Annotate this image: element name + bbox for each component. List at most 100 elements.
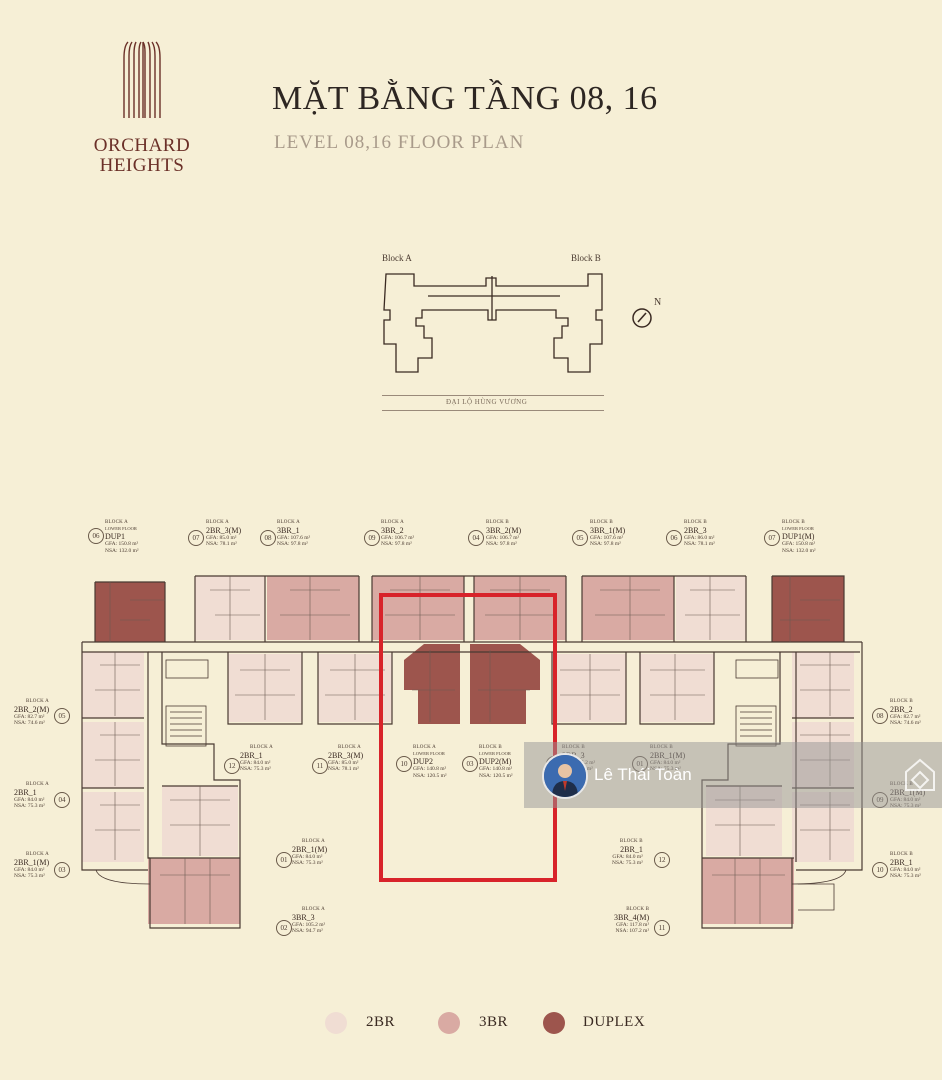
unit-type: 2BR_3(M) — [206, 526, 242, 536]
unit-dup2m-block-b — [470, 644, 540, 724]
unit-2br1-block-a — [82, 722, 144, 788]
unit-nsa: NSA: 74.6 m² — [14, 720, 45, 727]
unit-type: 2BR_1(M) — [292, 845, 328, 855]
unit-2br2m-block-a — [82, 652, 144, 718]
unit-nsa: NSA: 75.3 m² — [240, 766, 271, 773]
unit-gfa: GFA: 84.0 m² — [292, 854, 323, 861]
unit-block: BLOCK B — [684, 520, 707, 525]
unit-nsa: NSA: 75.3 m² — [292, 860, 323, 867]
orchard-heights-emblem-icon — [123, 41, 161, 118]
unit-block: BLOCK B — [890, 699, 913, 704]
unit-block: BLOCK A — [338, 745, 361, 750]
unit-number-circle: 06 — [88, 528, 104, 544]
unit-number-circle: 04 — [54, 792, 70, 808]
unit-nsa: NSA: 75.3 m² — [612, 860, 643, 867]
unit-number-circle: 03 — [54, 862, 70, 878]
unit-nsa: NSA: 132.0 m² — [782, 547, 816, 554]
unit-number-circle: 12 — [224, 758, 240, 774]
unit-type: 3BR_2 — [381, 526, 404, 536]
unit-number-circle: 07 — [188, 530, 204, 546]
legend-label-3br: 3BR — [479, 1014, 509, 1030]
unit-number-circle: 06 — [666, 530, 682, 546]
unit-block: BLOCK A — [105, 520, 128, 525]
unit-type: 2BR_3(M) — [328, 751, 364, 761]
unit-type: DUP1 — [105, 532, 126, 542]
unit-number-circle: 04 — [468, 530, 484, 546]
unit-number-circle: 08 — [260, 530, 276, 546]
unit-nsa: NSA: 78.1 m² — [328, 766, 359, 773]
road-line — [382, 395, 604, 396]
north-label: N — [654, 297, 662, 308]
unit-type: 2BR_3 — [684, 526, 707, 536]
unit-number-circle: 08 — [872, 708, 888, 724]
brand-name-line2: HEIGHTS — [99, 155, 185, 176]
legend-label-duplex: DUPLEX — [583, 1014, 646, 1030]
unit-number-circle: 05 — [572, 530, 588, 546]
unit-gfa: GFA: 82.7 m² — [14, 714, 45, 721]
unit-type: DUP1(M) — [782, 532, 815, 542]
page-subtitle: LEVEL 08,16 FLOOR PLAN — [274, 132, 525, 153]
unit-type: 2BR_2(M) — [14, 705, 50, 715]
unit-gfa: GFA: 107.6 m² — [277, 535, 311, 542]
unit-sub: LOWER FLOOR — [105, 526, 137, 532]
key-plan-block-b-label: Block B — [571, 253, 601, 263]
unit-gfa: GFA: 107.6 m² — [590, 535, 624, 542]
unit-nsa: NSA: 78.1 m² — [684, 541, 715, 548]
unit-gfa: GFA: 84.0 m² — [240, 760, 271, 767]
highlight-duplex-box — [379, 593, 557, 882]
unit-3br2-block-a — [372, 576, 464, 640]
watermark-logo-icon — [905, 758, 935, 791]
unit-block: BLOCK B — [486, 520, 509, 525]
unit-number-circle: 12 — [654, 852, 670, 868]
page-title: MẶT BẰNG TẦNG 08, 16 — [272, 80, 658, 117]
unit-gfa: GFA: 117.8 m² — [616, 922, 650, 929]
avatar — [542, 753, 588, 799]
unit-sub: LOWER FLOOR — [479, 751, 511, 757]
unit-2br2-block-b — [792, 652, 854, 718]
brand-name-line1: ORCHARD — [93, 135, 191, 156]
unit-gfa: GFA: 106.7 m² — [381, 535, 415, 542]
unit-3br1-block-a — [267, 576, 359, 640]
unit-nsa: NSA: 75.3 m² — [14, 873, 45, 880]
unit-block: BLOCK A — [302, 839, 325, 844]
unit-type: 2BR_1 — [14, 788, 37, 798]
unit-type: 2BR_1 — [240, 751, 263, 761]
key-plan-diagram — [383, 273, 603, 373]
unit-2br3-block-b — [676, 576, 746, 640]
unit-gfa: GFA: 84.0 m² — [612, 854, 643, 861]
unit-3br1m-block-b — [582, 576, 674, 640]
unit-type: DUP2 — [413, 757, 434, 767]
unit-nsa: NSA: 120.5 m² — [479, 772, 513, 779]
unit-gfa: GFA: 86.0 m² — [684, 535, 715, 542]
unit-number-circle: 05 — [54, 708, 70, 724]
unit-gfa: GFA: 84.0 m² — [14, 797, 45, 804]
unit-number-circle: 03 — [462, 756, 478, 772]
unit-number-circle: 10 — [396, 756, 412, 772]
unit-type: 3BR_4(M) — [614, 913, 650, 923]
unit-dup1-block-a — [95, 582, 165, 642]
unit-dup2-block-a — [404, 644, 460, 724]
unit-gfa: GFA: 150.8 m² — [782, 541, 816, 548]
unit-block: BLOCK A — [381, 520, 404, 525]
legend-swatch-duplex — [543, 1012, 565, 1034]
unit-number-circle: 02 — [276, 920, 292, 936]
unit-gfa: GFA: 105.2 m² — [292, 922, 326, 929]
unit-block: BLOCK A — [302, 907, 325, 912]
unit-nsa: NSA: 97.8 m² — [381, 541, 412, 548]
unit-nsa: NSA: 97.8 m² — [590, 541, 621, 548]
unit-type: DUP2(M) — [479, 757, 512, 767]
